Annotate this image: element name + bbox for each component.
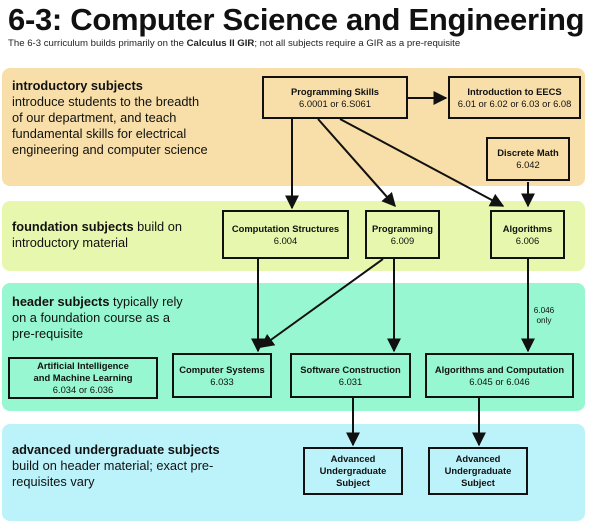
subject-number: 6.004	[273, 234, 298, 246]
subtitle-text-bold: Calculus II GIR	[186, 38, 255, 49]
only-6046-note-line2: only	[536, 316, 552, 325]
foundation-band-description: build on introductory material	[12, 219, 182, 250]
subject-number: 6.045 or 6.046	[469, 375, 530, 387]
arrow-programming-to-computer-systems	[259, 258, 384, 348]
advanced-band-description: build on header material; exact pre-requ…	[12, 458, 214, 489]
subject-number: 6.033	[210, 375, 234, 387]
subject-number: 6.0001 or 6.S061	[299, 97, 371, 109]
subject-advanced-undergraduate-1[interactable]: Advanced Undergraduate Subject	[303, 447, 403, 495]
subject-title: Algorithms	[502, 222, 553, 234]
subject-line2: Undergraduate	[444, 465, 512, 476]
foundation-band-heading: foundation subjects	[12, 219, 134, 234]
only-6046-note-line1: 6.046	[533, 306, 555, 315]
subject-line3: Subject	[461, 477, 495, 488]
subject-title: Programming Skills	[290, 85, 380, 97]
advanced-band-text: advanced undergraduate subjects build on…	[12, 442, 252, 490]
subject-programming[interactable]: Programming 6.009	[365, 210, 440, 259]
introductory-band-text: introductory subjects introduce students…	[12, 78, 212, 158]
subject-title: Software Construction	[300, 363, 401, 375]
subject-line1: Advanced	[330, 453, 376, 464]
arrow-programming-skills-to-algorithms	[339, 118, 505, 207]
subject-advanced-undergraduate-2[interactable]: Advanced Undergraduate Subject	[428, 447, 528, 495]
subject-line2: Undergraduate	[319, 465, 387, 476]
subject-title: Introduction to EECS	[467, 85, 562, 97]
subject-number: 6.042	[516, 159, 540, 170]
only-6046-note: 6.046 only	[531, 306, 557, 326]
subject-number: 6.01 or 6.02 or 6.03 or 6.08	[457, 97, 572, 109]
arrow-programming-skills-to-programming	[317, 118, 396, 208]
page-title: 6-3: Computer Science and Engineering	[8, 2, 585, 37]
subtitle-text-post: ; not all subjects require a GIR as a pr…	[254, 38, 461, 49]
subject-number: 6.006	[515, 234, 540, 246]
page-subtitle: The 6-3 curriculum builds primarily on t…	[8, 38, 460, 49]
subject-title: Algorithms and Computation	[434, 363, 565, 375]
subject-number: 6.009	[390, 234, 415, 246]
advanced-band-heading: advanced undergraduate subjects	[12, 442, 220, 457]
subject-software-construction[interactable]: Software Construction 6.031	[290, 353, 411, 398]
subject-title: Computation Structures	[231, 222, 340, 234]
subject-algorithms-computation[interactable]: Algorithms and Computation 6.045 or 6.04…	[425, 353, 574, 398]
subject-computer-systems[interactable]: Computer Systems 6.033	[172, 353, 272, 398]
subject-title: Discrete Math	[497, 147, 559, 158]
subject-ai-ml[interactable]: Artificial Intelligence and Machine Lear…	[8, 357, 158, 399]
subject-line1: Advanced	[455, 453, 501, 464]
header-band-text: header subjects typically rely on a foun…	[12, 294, 190, 342]
subject-discrete-math[interactable]: Discrete Math 6.042	[486, 137, 570, 181]
introductory-band-description: introduce students to the breadth of our…	[12, 94, 208, 157]
header-band-heading: header subjects	[12, 294, 110, 309]
header-band-description: typically rely on a foundation course as…	[12, 294, 183, 341]
subject-number: 6.034 or 6.036	[52, 384, 114, 395]
subject-intro-eecs[interactable]: Introduction to EECS 6.01 or 6.02 or 6.0…	[448, 76, 581, 119]
subject-computation-structures[interactable]: Computation Structures 6.004	[222, 210, 349, 259]
introductory-band-heading: introductory subjects	[12, 78, 143, 93]
subject-title-line2: and Machine Learning	[33, 372, 133, 383]
subject-title-line1: Artificial Intelligence	[37, 360, 129, 371]
subject-line3: Subject	[336, 477, 370, 488]
subject-number: 6.031	[338, 375, 363, 387]
subject-title: Programming	[372, 222, 433, 234]
subject-programming-skills[interactable]: Programming Skills 6.0001 or 6.S061	[262, 76, 408, 119]
foundation-band-text: foundation subjects build on introductor…	[12, 219, 187, 251]
subtitle-text-pre: The 6-3 curriculum builds primarily on t…	[8, 38, 187, 49]
subject-title: Computer Systems	[179, 363, 265, 375]
subject-algorithms[interactable]: Algorithms 6.006	[490, 210, 565, 259]
